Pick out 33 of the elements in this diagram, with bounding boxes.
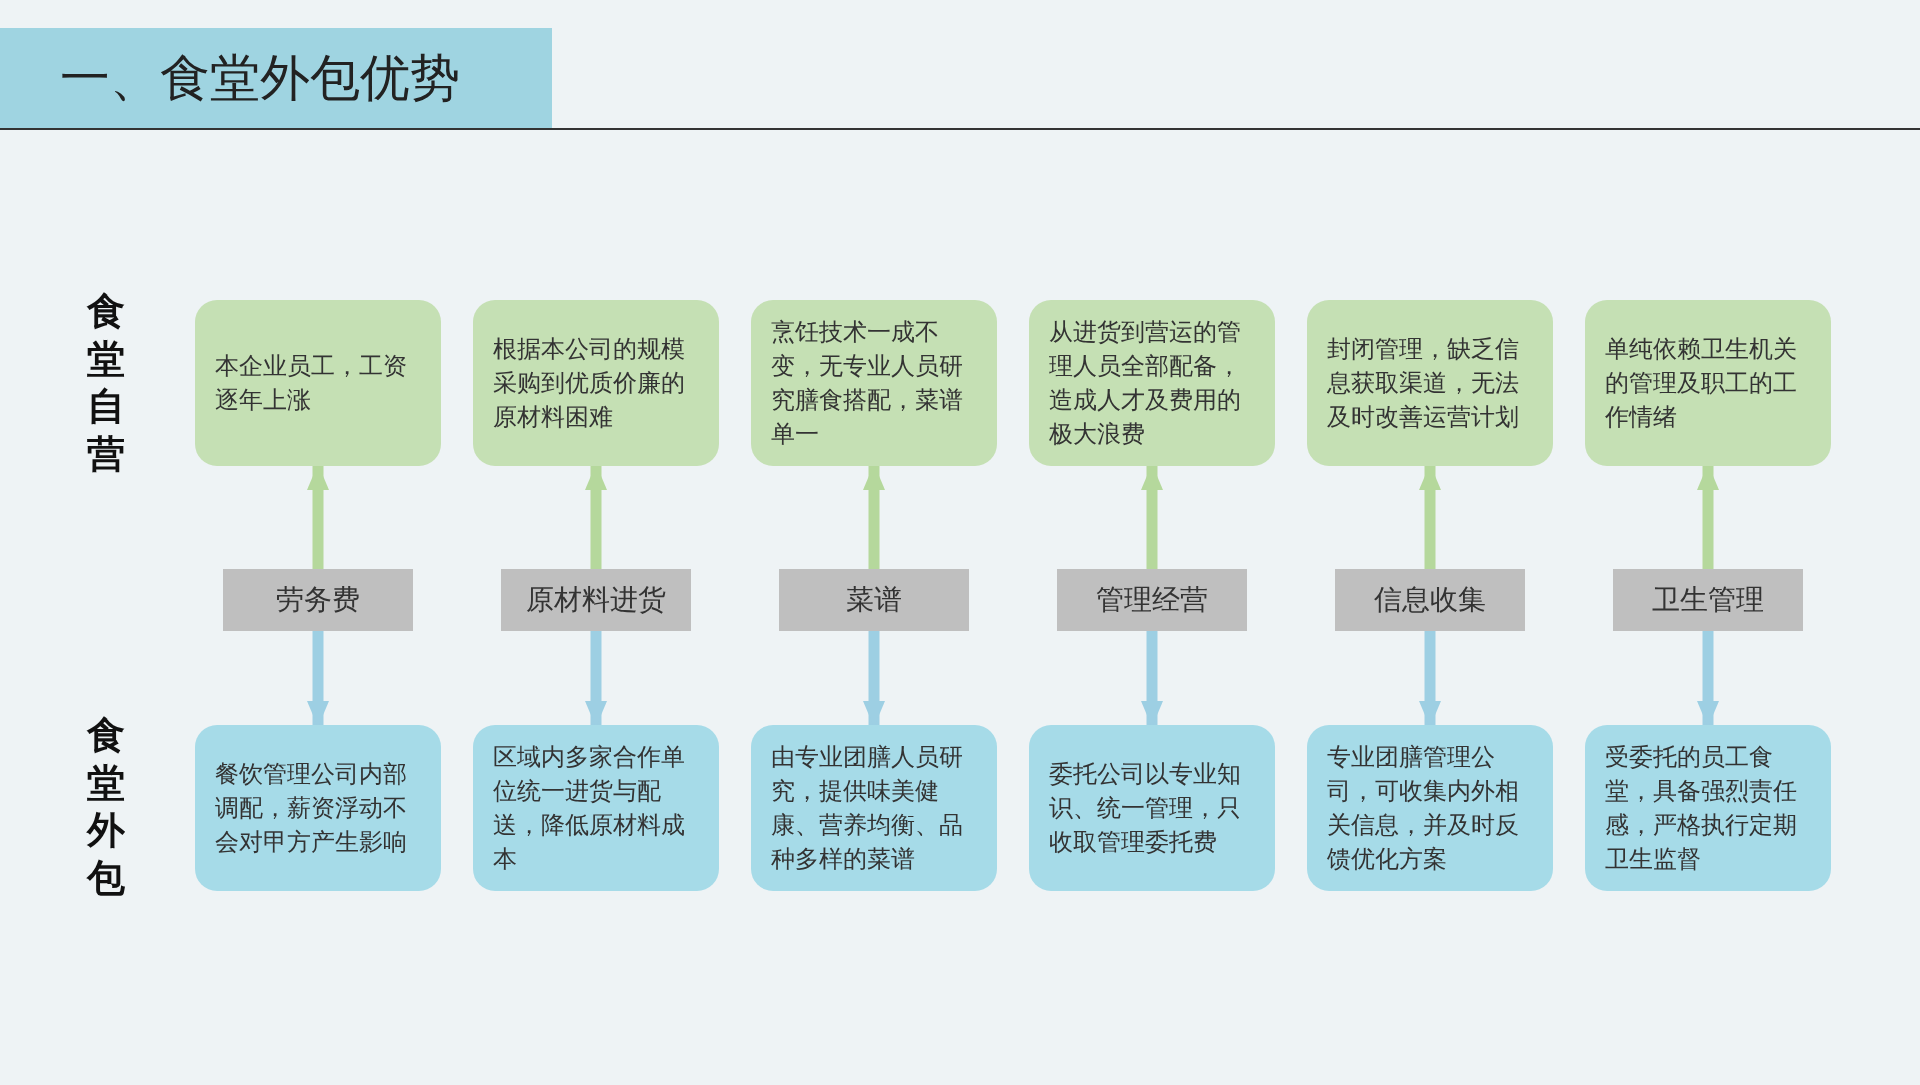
category-box: 卫生管理 <box>1613 569 1803 631</box>
arrow <box>1419 464 1441 569</box>
advantage-box: 委托公司以专业知识、统一管理，只收取管理委托费 <box>1029 725 1275 891</box>
problem-box: 从进货到营运的管理人员全部配备，造成人才及费用的极大浪费 <box>1029 300 1275 466</box>
problem-box: 根据本公司的规模采购到优质价廉的原材料困难 <box>473 300 719 466</box>
category-box: 劳务费 <box>223 569 413 631</box>
arrow <box>585 631 607 727</box>
category-box: 菜谱 <box>779 569 969 631</box>
arrow <box>585 464 607 569</box>
arrow <box>1141 631 1163 727</box>
advantage-box: 受委托的员工食堂，具备强烈责任感，严格执行定期卫生监督 <box>1585 725 1831 891</box>
title-banner: 一、食堂外包优势 <box>0 28 552 128</box>
advantage-box: 区域内多家合作单位统一进货与配送，降低原材料成本 <box>473 725 719 891</box>
arrow <box>863 464 885 569</box>
advantage-box: 由专业团膳人员研究，提供味美健康、营养均衡、品种多样的菜谱 <box>751 725 997 891</box>
category-box: 管理经营 <box>1057 569 1247 631</box>
arrow <box>1697 464 1719 569</box>
arrow <box>1141 464 1163 569</box>
row-label: 食堂自营 <box>86 289 126 477</box>
arrow <box>1419 631 1441 727</box>
category-box: 信息收集 <box>1335 569 1525 631</box>
row-label: 食堂外包 <box>86 713 126 901</box>
arrow <box>863 631 885 727</box>
problem-box: 封闭管理，缺乏信息获取渠道，无法及时改善运营计划 <box>1307 300 1553 466</box>
category-box: 原材料进货 <box>501 569 691 631</box>
advantage-box: 专业团膳管理公司，可收集内外相关信息，并及时反馈优化方案 <box>1307 725 1553 891</box>
advantage-box: 餐饮管理公司内部调配，薪资浮动不会对甲方产生影响 <box>195 725 441 891</box>
arrow <box>307 631 329 727</box>
problem-box: 烹饪技术一成不变，无专业人员研究膳食搭配，菜谱单一 <box>751 300 997 466</box>
problem-box: 单纯依赖卫生机关的管理及职工的工作情绪 <box>1585 300 1831 466</box>
arrow <box>307 464 329 569</box>
problem-box: 本企业员工，工资逐年上涨 <box>195 300 441 466</box>
arrow <box>1697 631 1719 727</box>
